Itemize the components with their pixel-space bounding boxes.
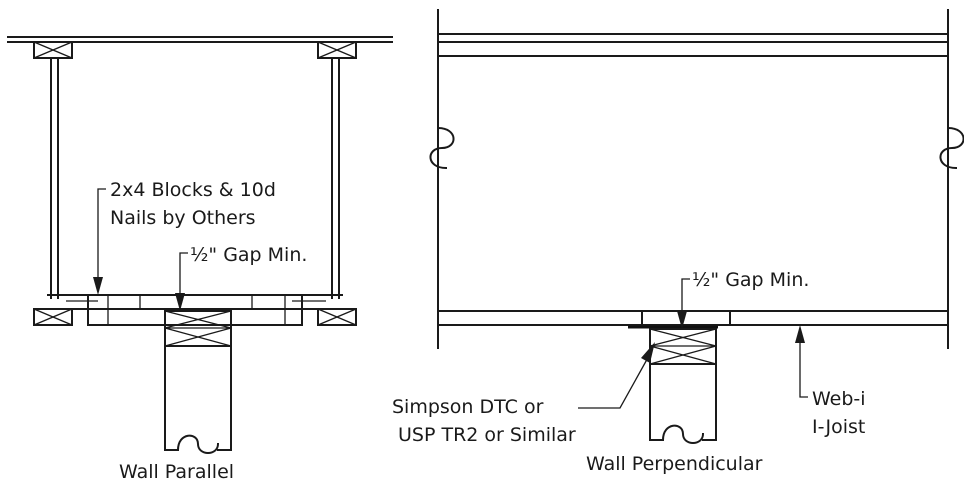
wall-perp-break-mark bbox=[661, 424, 705, 444]
wall-perpendicular-detail: ½" Gap Min. Simpson DTC or USP TR2 or Si… bbox=[392, 9, 964, 475]
left-gap-label: ½" Gap Min. bbox=[190, 244, 307, 266]
wall-parallel-break-mark bbox=[176, 434, 220, 454]
hanger-label-line2: USP TR2 or Similar bbox=[398, 424, 576, 446]
wall-parallel-detail: 2x4 Blocks & 10d Nails by Others ½" Gap … bbox=[7, 36, 393, 483]
joist-leader-arrow bbox=[795, 325, 805, 343]
joist-label-line2: I-Joist bbox=[812, 416, 865, 438]
right-gap-leader-arrow bbox=[677, 311, 687, 329]
left-break-mark bbox=[429, 126, 455, 170]
hanger-leader-arrow bbox=[641, 342, 655, 363]
hanger-leader bbox=[578, 353, 651, 409]
left-gap-leader-arrow bbox=[175, 293, 185, 311]
right-gap-label: ½" Gap Min. bbox=[692, 269, 809, 291]
blocks-label-line2: Nails by Others bbox=[110, 207, 256, 229]
top-left-block bbox=[33, 41, 73, 59]
joist-label-line1: Web-i bbox=[812, 388, 866, 410]
bottom-right-block bbox=[317, 308, 357, 326]
wall-perpendicular-caption: Wall Perpendicular bbox=[586, 453, 763, 475]
hanger-label-line1: Simpson DTC or bbox=[392, 396, 544, 418]
blocks-leader-arrow bbox=[93, 277, 103, 295]
blocks-label-line1: 2x4 Blocks & 10d bbox=[110, 179, 276, 201]
bottom-left-block bbox=[33, 308, 73, 326]
right-break-mark bbox=[939, 126, 964, 170]
wall-perpendicular-top-plate bbox=[649, 328, 717, 365]
blocking-assembly bbox=[66, 294, 326, 326]
right-gap-leader bbox=[681, 278, 690, 324]
top-right-block bbox=[317, 41, 357, 59]
left-gap-leader bbox=[179, 252, 188, 306]
joist-leader bbox=[799, 330, 808, 398]
wall-parallel-top-plate bbox=[164, 310, 232, 347]
wall-parallel-caption: Wall Parallel bbox=[119, 461, 234, 483]
blocks-leader bbox=[97, 188, 106, 290]
